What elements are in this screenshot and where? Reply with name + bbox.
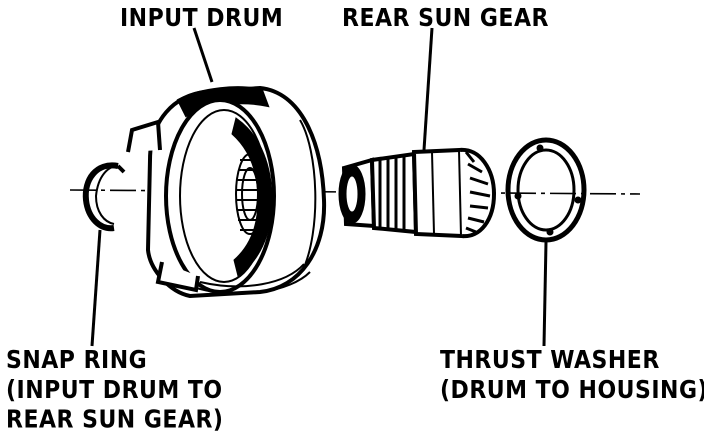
leader-thrust-washer: [542, 241, 548, 347]
label-snap-ring-line3: REAR SUN GEAR): [6, 405, 224, 435]
thrust-washer: [505, 137, 587, 243]
leader-input-drum: [192, 27, 214, 83]
leader-snap-ring: [90, 229, 102, 347]
label-thrust-washer-line2: (DRUM TO HOUSING): [440, 375, 704, 405]
label-thrust-washer-line1: THRUST WASHER: [440, 346, 660, 375]
label-input-drum: INPUT DRUM: [120, 4, 283, 34]
label-rear-sun-gear-text: REAR SUN GEAR: [342, 4, 549, 33]
snap-ring: [82, 162, 126, 232]
leader-rear-sun-gear: [422, 27, 434, 151]
label-snap-ring-line1: SNAP RING: [6, 346, 148, 375]
rear-sun-gear: [338, 147, 497, 239]
input-drum: [126, 85, 327, 299]
leader-lines: [90, 27, 548, 347]
label-rear-sun-gear: REAR SUN GEAR: [342, 4, 549, 34]
label-snap-ring: SNAP RING (INPUT DRUM TO REAR SUN GEAR): [6, 346, 223, 436]
label-input-drum-text: INPUT DRUM: [120, 4, 284, 33]
label-thrust-washer: THRUST WASHER (DRUM TO HOUSING): [440, 346, 704, 406]
label-snap-ring-line2: (INPUT DRUM TO: [6, 375, 223, 405]
